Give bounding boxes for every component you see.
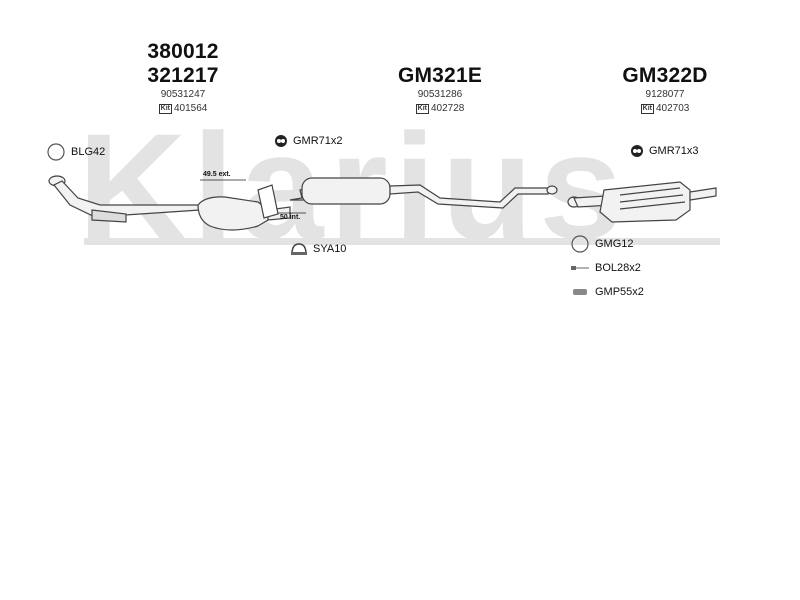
- rubber-hanger-icon: [275, 135, 287, 147]
- accessory-bol: BOL28x2: [570, 262, 641, 274]
- mounting-plate: [257, 184, 279, 219]
- watermark-underline: [84, 238, 720, 245]
- accessory-label: GMG12: [595, 238, 634, 250]
- dimension-markers: [200, 179, 306, 214]
- part-code-380012: 380012: [147, 40, 219, 63]
- section-rear: GM322D 9128077 Kit 402703: [615, 64, 715, 114]
- kit-row: Kit 402728: [390, 103, 490, 114]
- accessory-label: SYA10: [313, 243, 347, 255]
- accessory-label: BLG42: [71, 146, 106, 158]
- kit-number: 402703: [655, 103, 690, 114]
- clamp-icon: [291, 243, 307, 255]
- flex-section: [91, 209, 127, 223]
- kit-icon: Kit: [640, 103, 654, 114]
- kit-row: Kit 402703: [615, 103, 715, 114]
- bolt-icon: [571, 266, 589, 270]
- accessory-gmg: GMG12: [570, 234, 634, 254]
- gasket-ring-icon: [571, 235, 589, 253]
- part-code-gm322d: GM322D: [622, 64, 708, 87]
- oe-number: 90531286: [417, 89, 463, 100]
- section-front: 380012 321217 90531247 Kit 401564: [143, 40, 223, 114]
- accessory-gmr-mid: GMR71x2: [274, 134, 343, 148]
- part-code-321217: 321217: [147, 64, 219, 87]
- rear-box-ribs: [619, 187, 686, 210]
- kit-number: 402728: [430, 103, 465, 114]
- oe-number: 9128077: [645, 89, 685, 100]
- part-code-gm321e: GM321E: [397, 64, 483, 87]
- catalytic-converter: [197, 196, 269, 231]
- kit-number: 401564: [173, 103, 208, 114]
- front-pipe-catalyst: [48, 175, 291, 231]
- kit-row: Kit 401564: [143, 103, 223, 114]
- middle-pipe: [389, 184, 549, 209]
- accessory-gmp: GMP55x2: [570, 286, 644, 298]
- middle-silencer: [289, 177, 558, 209]
- accessory-label: GMR71x3: [649, 145, 699, 157]
- accessory-label: GMP55x2: [595, 286, 644, 298]
- accessory-gmr-rear: GMR71x3: [630, 144, 699, 158]
- kit-icon: Kit: [415, 103, 429, 114]
- accessory-blg: BLG42: [46, 142, 105, 162]
- tail-pipe: [689, 187, 717, 201]
- rear-silencer: [567, 181, 717, 223]
- dimension-ext-label: 49.5 ext.: [203, 171, 231, 178]
- silencer-box: [301, 177, 391, 205]
- gasket-ring-icon: [47, 143, 65, 161]
- kit-icon: Kit: [158, 103, 172, 114]
- accessory-sya: SYA10: [290, 242, 346, 256]
- accessory-label: BOL28x2: [595, 262, 641, 274]
- rear-box: [599, 181, 691, 223]
- accessory-label: GMR71x2: [293, 135, 343, 147]
- dimension-int-label: 50 int.: [280, 214, 301, 221]
- middle-pipe-end: [546, 185, 558, 195]
- section-middle: GM321E 90531286 Kit 402728: [390, 64, 490, 114]
- nut-icon: [573, 289, 587, 295]
- rubber-hanger-icon: [631, 145, 643, 157]
- oe-number: 90531247: [160, 89, 206, 100]
